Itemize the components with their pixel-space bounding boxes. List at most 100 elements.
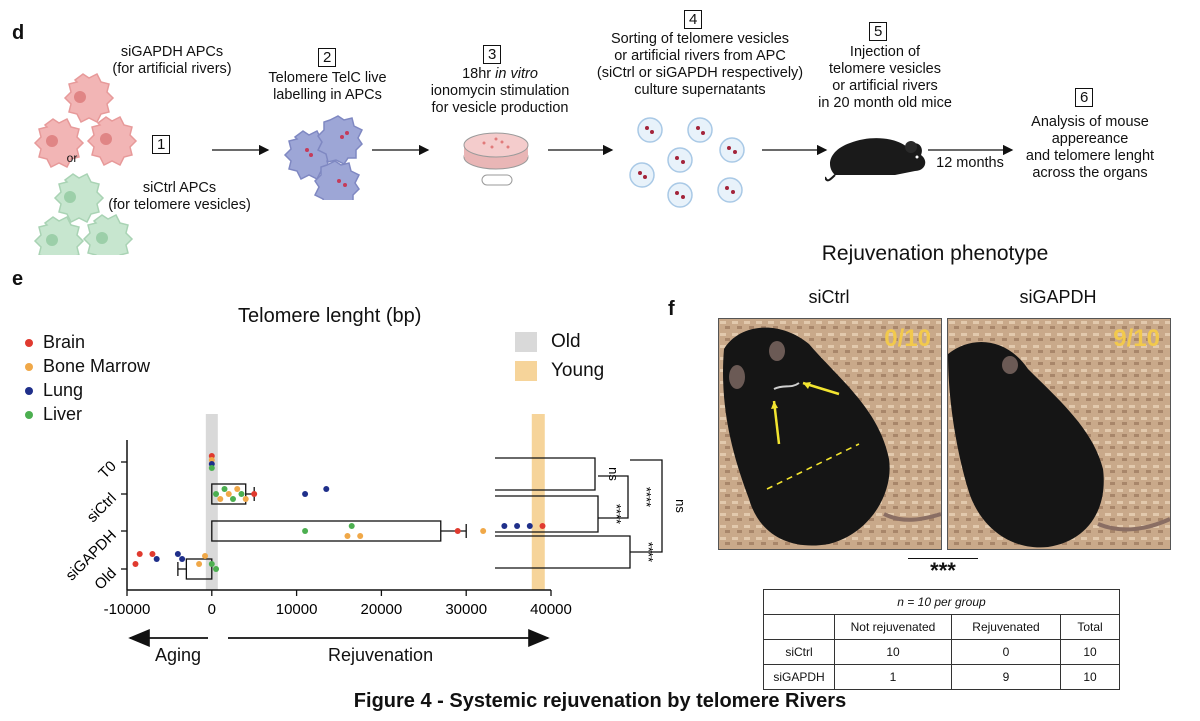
table-header-cell xyxy=(763,614,835,640)
y-tick-label: siCtrl xyxy=(84,490,120,526)
step-3-line2: ionomycin stimulation xyxy=(430,83,570,99)
data-point xyxy=(213,566,220,572)
step-2-line1: Telomere TelC live xyxy=(268,70,387,86)
legend-lung-label: Lung xyxy=(43,380,84,400)
panel-e-letter: e xyxy=(12,268,24,290)
data-point xyxy=(251,491,258,497)
legend-young-label: Young xyxy=(551,360,605,381)
chart-title: Telomere lenght (bp) xyxy=(238,305,422,327)
lung-dot-icon xyxy=(25,387,33,396)
step-5-line2: telomere vesicles xyxy=(828,61,941,77)
step-4-line4: culture supernatants xyxy=(634,82,766,98)
step-5-line1: Injection of xyxy=(849,44,921,60)
legend-liver-label: Liver xyxy=(43,404,83,424)
x-tick-label: 20000 xyxy=(361,601,403,618)
table-row: siGAPDH 1 9 10 xyxy=(763,664,1120,690)
band-young xyxy=(531,414,545,590)
data-point xyxy=(136,551,143,557)
sictrl-mouse-image xyxy=(719,319,941,549)
figure-caption: Figure 4 - Systemic rejuvenation by telo… xyxy=(353,690,847,712)
step-5-number: 5 xyxy=(869,22,888,41)
counts-table: n = 10 per group Not rejuvenated Rejuven… xyxy=(763,589,1120,690)
table-header-row: Not rejuvenated Rejuvenated Total xyxy=(763,614,1120,640)
table-header-cell: Total xyxy=(1060,614,1120,640)
step-6-line4: across the organs xyxy=(1032,165,1148,181)
sig-bracket-t0-sictrl xyxy=(495,457,596,491)
panel-f-letter: f xyxy=(668,298,675,320)
sigapdh-photo-label: siGAPDH xyxy=(1019,287,1097,307)
step-6-line2: appereance xyxy=(1051,131,1129,147)
data-point xyxy=(357,533,364,539)
vesicles-illustration xyxy=(629,117,745,208)
sig-bracket-t0-old xyxy=(630,459,663,553)
twelve-months-label: 12 months xyxy=(936,155,1004,171)
step-4-line1: Sorting of telomere vesicles xyxy=(610,31,790,47)
legend-liver: Liver xyxy=(25,402,150,426)
legend-brain-label: Brain xyxy=(43,332,86,352)
data-point xyxy=(213,491,220,497)
organ-legend: Brain Bone Marrow Lung Liver xyxy=(25,330,150,426)
data-point xyxy=(217,496,224,502)
step-3-number: 3 xyxy=(483,45,502,64)
legend-old: Old xyxy=(515,327,604,356)
table-cell: siCtrl xyxy=(763,639,835,665)
x-tick-label: 10000 xyxy=(276,601,318,618)
data-point xyxy=(514,523,521,529)
step-3-line1-italic: in vitro xyxy=(495,66,538,82)
significance-bar xyxy=(908,558,978,559)
step-1-number: 1 xyxy=(152,135,171,154)
data-point xyxy=(238,491,245,497)
x-tick-label: 0 xyxy=(208,601,216,618)
sigapdh-mouse-image xyxy=(948,319,1170,549)
data-point xyxy=(179,556,186,562)
sictrl-ratio: 0/10 xyxy=(884,325,931,352)
data-point xyxy=(242,496,249,502)
step-3-line1: 18hr in vitro xyxy=(415,66,585,83)
legend-lung: Lung xyxy=(25,378,150,402)
step-4-line3: (siCtrl or siGAPDH respectively) xyxy=(596,65,804,81)
sigapdh-cells xyxy=(33,72,138,169)
data-point xyxy=(149,551,156,557)
data-point xyxy=(454,528,461,534)
sigapdh-apcs-label: siGAPDH APCs xyxy=(120,44,224,60)
table-cell: 1 xyxy=(834,664,952,690)
sig-bracket-sigapdh-old xyxy=(495,535,631,569)
data-point xyxy=(208,561,215,567)
data-point xyxy=(480,528,487,534)
data-point xyxy=(234,486,241,492)
legend-brain: Brain xyxy=(25,330,150,354)
rejuvenation-label: Rejuvenation xyxy=(328,645,434,665)
mouse-icon xyxy=(825,138,926,182)
sig-bracket-sictrl-sigapdh xyxy=(495,495,599,533)
step-5-line3: or artificial rivers xyxy=(832,78,938,94)
table-header-cell: Not rejuvenated xyxy=(834,614,952,640)
data-point xyxy=(132,561,139,567)
sictrl-apcs-label: siCtrl APCs xyxy=(142,180,217,196)
table-cell: 10 xyxy=(1060,664,1120,690)
step-5-line4: in 20 month old mice xyxy=(818,95,952,111)
panel-d-letter: d xyxy=(12,22,25,44)
data-point xyxy=(221,486,228,492)
table-cell: siGAPDH xyxy=(763,664,835,690)
table-cell: 0 xyxy=(951,639,1061,665)
sig-bracket-t0-old-label: ns xyxy=(673,499,688,513)
table-cell: 9 xyxy=(951,664,1061,690)
rejuvenation-phenotype-title: Rejuvenation phenotype xyxy=(821,242,1049,265)
table-row: siCtrl 10 0 10 xyxy=(763,639,1120,665)
table-cell: 10 xyxy=(1060,639,1120,665)
x-tick-label: 30000 xyxy=(445,601,487,618)
step-3-line3: for vesicle production xyxy=(431,100,569,116)
workflow-arrows xyxy=(212,144,1014,156)
data-point xyxy=(174,551,181,557)
step-4-number: 4 xyxy=(684,10,703,29)
apc-cells-illustration xyxy=(33,72,138,255)
brain-dot-icon xyxy=(25,339,33,348)
step-6-number: 6 xyxy=(1075,88,1094,107)
step-4-line2: or artificial rivers from APC xyxy=(614,48,786,64)
data-point xyxy=(539,523,546,529)
y-tick-label: T0 xyxy=(95,458,119,482)
sig-bracket-t0-sigapdh-label: **** xyxy=(639,487,654,507)
x-tick-label: 40000 xyxy=(530,601,572,618)
bar-sigapdh xyxy=(211,520,442,542)
legend-bone-marrow: Bone Marrow xyxy=(25,354,150,378)
